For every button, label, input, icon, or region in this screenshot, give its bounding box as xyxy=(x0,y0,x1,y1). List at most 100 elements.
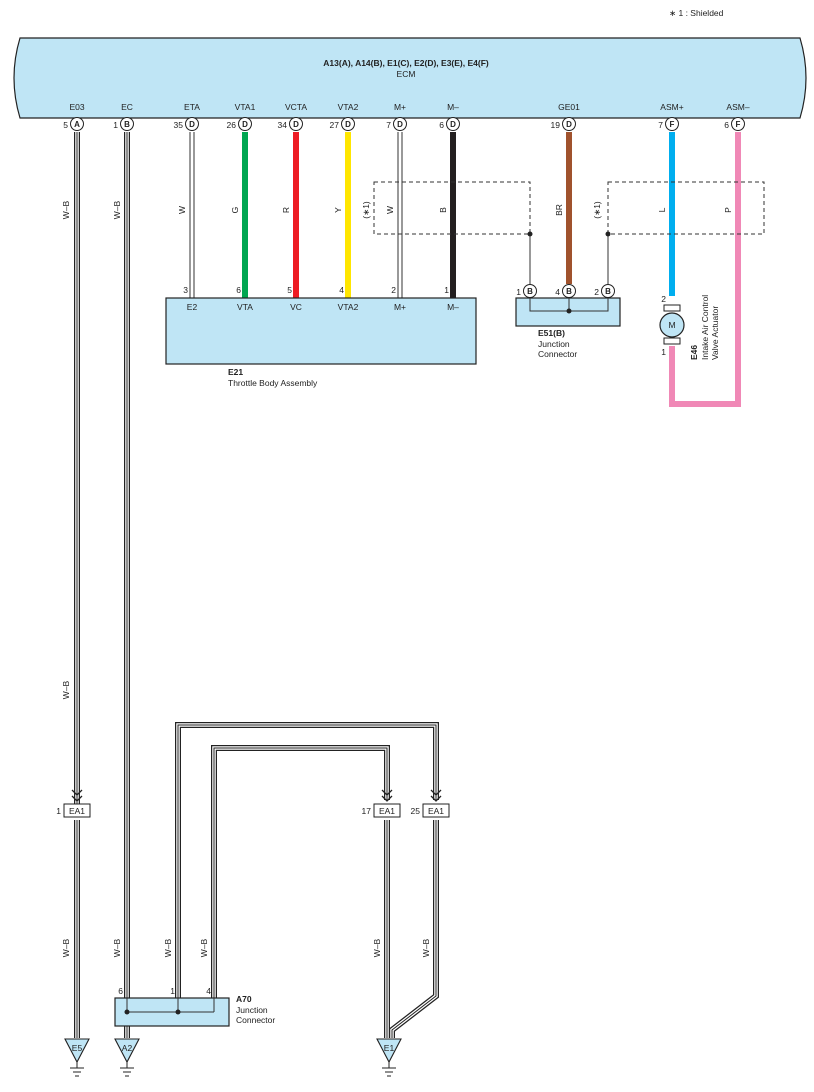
e46-name-2: Valve Actuator xyxy=(710,306,720,360)
e51-pin-conn: B xyxy=(566,287,572,296)
connector-arrow-icon xyxy=(430,789,442,802)
a70-pin-4: 4 xyxy=(206,986,211,996)
label-ec-top: W–B xyxy=(112,200,122,219)
e51-name-1: Junction xyxy=(538,339,570,349)
ecm-pin-num: 26 xyxy=(227,120,237,130)
ecm-pin-num: 35 xyxy=(174,120,184,130)
ecm-pin-name: ASM+ xyxy=(660,102,683,112)
ecm-pin-name: VTA1 xyxy=(235,102,256,112)
pin-circle xyxy=(341,117,355,131)
grounds: E5 A2 E1 xyxy=(64,1038,402,1077)
label-asmminus: P xyxy=(723,207,733,213)
ecm-pins: E03A5ECB1ETAD35VTA1D26VCTAD34VTA2D27M+D7… xyxy=(63,102,750,131)
ecm-pin-conn: B xyxy=(124,120,130,129)
ecm-block: A13(A), A14(B), E1(C), E2(D), E3(E), E4(… xyxy=(13,37,807,131)
connector-arrow-icon xyxy=(381,789,393,802)
a70-name-1: Junction xyxy=(236,1005,268,1015)
wire-a70-1-to-ea25 xyxy=(175,722,439,1000)
e21-pin-num: 6 xyxy=(236,285,241,295)
ecm-pin-num: 6 xyxy=(439,120,444,130)
ground-A2: A2 xyxy=(114,1038,140,1077)
ecm-pin-conn: F xyxy=(670,120,675,129)
ecm-pin-name: VCTA xyxy=(285,102,307,112)
a70-code: A70 xyxy=(236,994,252,1004)
label-e03-bot: W–B xyxy=(61,938,71,957)
a70-pin-6: 6 xyxy=(118,986,123,996)
ground-label: E1 xyxy=(384,1043,395,1053)
e46-name-1: Intake Air Control xyxy=(700,295,710,360)
ecm-pin-conn: A xyxy=(74,120,80,129)
ground-triangle-icon xyxy=(114,1038,140,1064)
ecm-pin-ASM–: ASM–F6 xyxy=(724,102,750,131)
ecm-pin-num: 5 xyxy=(63,120,68,130)
wires xyxy=(74,132,765,1038)
ecm-subtitle: ECM xyxy=(397,69,416,79)
label-vta1: G xyxy=(230,207,240,214)
e51-pin-conn: B xyxy=(527,287,533,296)
wire-labels: W–B W–B W G R Y (∗1) W B BR (∗1) L P W–B… xyxy=(61,200,733,957)
e21-pin-name: M+ xyxy=(394,302,406,312)
label-a70-1: W–B xyxy=(163,938,173,957)
e51-pin-num: 4 xyxy=(555,287,560,297)
ecm-pin-name: E03 xyxy=(69,102,84,112)
label-ec-bot: W–B xyxy=(112,938,122,957)
ecm-pin-name: ETA xyxy=(184,102,200,112)
pin-circle xyxy=(562,284,576,298)
e21-pin-name: VTA xyxy=(237,302,253,312)
pin-circle xyxy=(185,117,199,131)
e51-code: E51(B) xyxy=(538,328,565,338)
ground-symbol-icon xyxy=(70,1062,84,1077)
label-ea17: W–B xyxy=(372,938,382,957)
ground-E5: E5 xyxy=(64,1038,90,1077)
ecm-pin-ETA: ETA D 35 xyxy=(174,102,200,131)
label-mminus: B xyxy=(438,207,448,213)
ecm-pin-M–: M–D6 xyxy=(439,102,460,131)
pin-circle xyxy=(665,117,679,131)
label-e03-top: W–B xyxy=(61,200,71,219)
connector-arrow-icon xyxy=(71,789,83,802)
motor-label: M xyxy=(668,320,675,330)
e51-pin-num: 2 xyxy=(594,287,599,297)
ecm-pin-conn: D xyxy=(189,120,195,129)
e21-pin-name: VC xyxy=(290,302,302,312)
ecm-pin-M+: M+D7 xyxy=(386,102,407,131)
ecm-pin-conn: D xyxy=(293,120,299,129)
a70-junction-connector: 6 1 4 A70 Junction Connector xyxy=(114,986,275,1027)
label-shield-2: (∗1) xyxy=(592,201,602,219)
label-eta: W xyxy=(177,206,187,214)
shield-box-right xyxy=(607,181,765,235)
ecm-pin-name: M+ xyxy=(394,102,406,112)
e51-name-2: Connector xyxy=(538,349,577,359)
e51-pin-4: B4 xyxy=(555,284,576,298)
ecm-pin-conn: F xyxy=(736,120,741,129)
e21-pin-num: 4 xyxy=(339,285,344,295)
e51-pin-conn: B xyxy=(605,287,611,296)
label-vta2: Y xyxy=(333,207,343,213)
ecm-pin-conn: D xyxy=(242,120,248,129)
ground-label: E5 xyxy=(72,1043,83,1053)
ecm-pin-num: 7 xyxy=(386,120,391,130)
motor-icon xyxy=(659,312,685,338)
ecm-pin-num: 27 xyxy=(330,120,340,130)
a70-pin-1: 1 xyxy=(170,986,175,996)
pin-circle xyxy=(120,117,134,131)
label-ge01: BR xyxy=(554,204,564,216)
label-a70-4: W–B xyxy=(199,938,209,957)
ecm-pin-name: M– xyxy=(447,102,459,112)
ecm-pin-VCTA: VCTA D 34 xyxy=(278,102,307,131)
e21-pin-name: E2 xyxy=(187,302,198,312)
wire-asmminus xyxy=(669,132,741,407)
e21-pin-E2: 3E2 xyxy=(183,285,197,312)
ecm-pin-num: 19 xyxy=(551,120,561,130)
ground-triangle-icon xyxy=(376,1038,402,1064)
e51-pin-2: B2 xyxy=(594,284,615,298)
ecm-pin-num: 34 xyxy=(278,120,288,130)
